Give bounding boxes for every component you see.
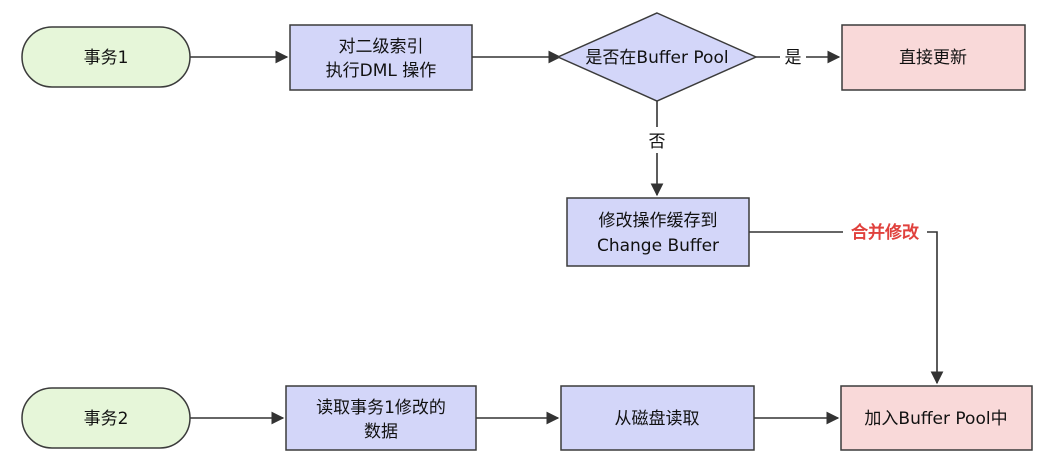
node-tx1-shape — [21, 26, 191, 88]
node-cache-change-line2: Change Buffer — [597, 236, 719, 256]
node-tx1-label: 事务1 — [84, 48, 129, 68]
node-add-to-pool-shape — [840, 385, 1033, 451]
node-in-buffer-pool-label: 是否在Buffer Pool — [585, 48, 728, 68]
node-tx1: 事务1 — [21, 26, 191, 88]
node-in-buffer-pool-shape — [556, 12, 758, 102]
node-secondary-index-op: 对二级索引 执行DML 操作 — [289, 24, 473, 91]
node-read-disk-label: 从磁盘读取 — [615, 409, 700, 429]
node-read-modified: 读取事务1修改的 数据 — [285, 385, 477, 451]
node-cache-change-shape — [566, 197, 750, 267]
edges — [190, 50, 944, 425]
node-read-modified-shape — [285, 385, 477, 451]
node-update-direct-shape — [841, 24, 1026, 91]
edge-merge-b — [927, 231, 944, 385]
node-add-to-pool: 加入Buffer Pool中 — [840, 385, 1033, 451]
node-read-disk-shape — [560, 385, 755, 451]
node-update-direct: 直接更新 — [841, 24, 1026, 91]
edge-label-merge: 合并修改 — [851, 222, 920, 243]
edge-label-yes: 是 — [785, 48, 802, 68]
node-cache-change: 修改操作缓存到 Change Buffer — [566, 197, 750, 267]
node-secondary-index-op-shape — [289, 24, 473, 91]
node-update-direct-label: 直接更新 — [899, 48, 967, 68]
node-secondary-index-op-line2: 执行DML 操作 — [326, 61, 437, 81]
edge-label-no: 否 — [649, 132, 666, 152]
node-secondary-index-op-line1: 对二级索引 — [339, 37, 424, 57]
node-in-buffer-pool: 是否在Buffer Pool — [556, 12, 758, 102]
node-add-to-pool-label: 加入Buffer Pool中 — [864, 409, 1007, 429]
node-tx2-label: 事务2 — [84, 409, 129, 429]
node-tx2: 事务2 — [21, 387, 191, 449]
node-read-modified-line2: 数据 — [364, 422, 398, 442]
node-tx2-shape — [21, 387, 191, 449]
node-read-disk: 从磁盘读取 — [560, 385, 755, 451]
node-cache-change-line1: 修改操作缓存到 — [599, 211, 718, 231]
node-read-modified-line1: 读取事务1修改的 — [316, 398, 446, 418]
